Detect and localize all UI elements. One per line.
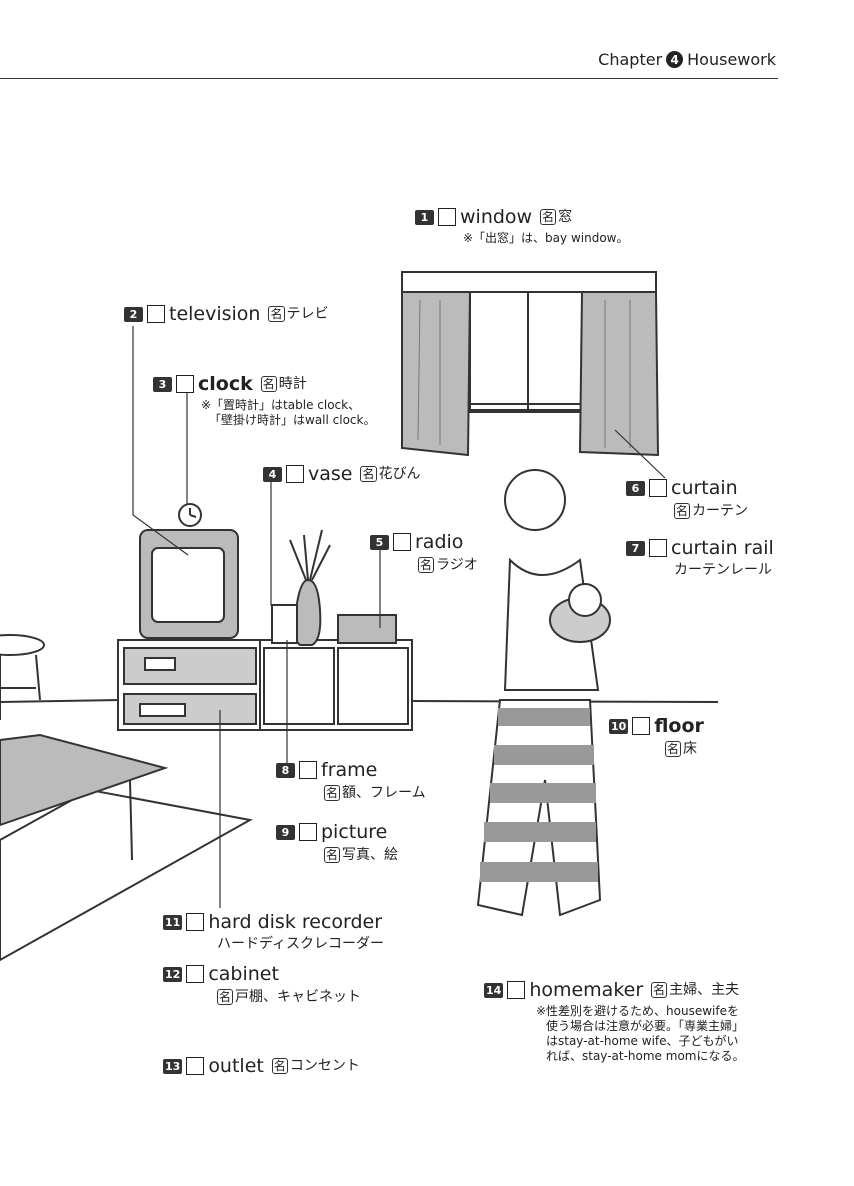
item-number: 8 <box>276 763 295 778</box>
checkbox[interactable] <box>176 375 194 393</box>
woman-drawing <box>478 470 610 915</box>
pos-mark: 名 <box>272 1058 288 1074</box>
item-number: 11 <box>163 915 182 930</box>
item-word: radio <box>415 531 463 553</box>
item-jp: 時計 <box>279 376 307 392</box>
pos-mark: 名 <box>324 847 340 863</box>
item-television: 2 television 名テレビ <box>124 304 329 325</box>
item-word: frame <box>321 759 377 781</box>
item-word: homemaker <box>529 979 643 1001</box>
item-number: 10 <box>609 719 628 734</box>
item-number: 2 <box>124 307 143 322</box>
checkbox[interactable] <box>393 533 411 551</box>
item-window: 1 window 名窓 ※「出窓」は、bay window。 <box>415 207 628 246</box>
pos-mark: 名 <box>674 503 690 519</box>
item-jp: ラジオ <box>436 557 478 573</box>
checkbox[interactable] <box>507 981 525 999</box>
item-jp: 床 <box>683 741 697 757</box>
item-number: 5 <box>370 535 389 550</box>
checkbox[interactable] <box>299 761 317 779</box>
item-outlet: 13 outlet 名コンセント <box>163 1056 360 1077</box>
checkbox[interactable] <box>286 465 304 483</box>
item-note: 「壁掛け時計」はwall clock。 <box>209 413 375 428</box>
item-jp: カーテン <box>692 503 748 519</box>
item-number: 4 <box>263 467 282 482</box>
floor-line <box>0 700 120 702</box>
item-number: 1 <box>415 210 434 225</box>
item-jp: 額、フレーム <box>342 785 426 801</box>
item-number: 6 <box>626 481 645 496</box>
item-word: window <box>460 206 532 228</box>
item-note: ※「出窓」は、bay window。 <box>463 231 628 246</box>
item-frame: 8 frame 名額、フレーム <box>276 760 426 801</box>
checkbox[interactable] <box>186 913 204 931</box>
checkbox[interactable] <box>632 717 650 735</box>
pos-mark: 名 <box>665 741 681 757</box>
item-number: 14 <box>484 983 503 998</box>
item-cabinet: 12 cabinet 名戸棚、キャビネット <box>163 964 361 1005</box>
item-word: floor <box>654 715 704 737</box>
pos-mark: 名 <box>324 785 340 801</box>
checkbox[interactable] <box>147 305 165 323</box>
item-word: vase <box>308 463 352 485</box>
checkbox[interactable] <box>438 208 456 226</box>
item-curtain: 6 curtain 名カーテン <box>626 478 748 519</box>
item-word: outlet <box>208 1055 264 1077</box>
item-radio: 5 radio 名ラジオ <box>370 532 478 573</box>
item-word: cabinet <box>208 963 279 985</box>
item-jp: 主婦、主夫 <box>669 982 739 998</box>
item-picture: 9 picture 名写真、絵 <box>276 822 398 863</box>
pos-mark: 名 <box>360 466 376 482</box>
item-jp: 戸棚、キャビネット <box>235 989 361 1005</box>
window-drawing <box>402 272 658 455</box>
item-number: 9 <box>276 825 295 840</box>
item-jp: 花びん <box>379 466 421 482</box>
checkbox[interactable] <box>299 823 317 841</box>
item-word: hard disk recorder <box>208 911 382 933</box>
item-floor: 10 floor 名床 <box>609 716 704 757</box>
item-number: 12 <box>163 967 182 982</box>
item-vase: 4 vase 名花びん <box>263 464 421 485</box>
item-jp: カーテンレール <box>674 563 774 578</box>
pos-mark: 名 <box>261 376 277 392</box>
item-note: ※「置時計」はtable clock、 <box>201 398 375 413</box>
cabinet-drawing <box>118 640 412 730</box>
checkbox[interactable] <box>649 539 667 557</box>
item-jp: 写真、絵 <box>342 847 398 863</box>
item-jp: コンセント <box>290 1058 360 1074</box>
pos-mark: 名 <box>418 557 434 573</box>
tv-drawing <box>140 504 238 638</box>
pos-mark: 名 <box>217 989 233 1005</box>
item-number: 13 <box>163 1059 182 1074</box>
item-jp: テレビ <box>287 306 329 322</box>
item-note: れば、stay-at-home momになる。 <box>546 1049 744 1064</box>
pos-mark: 名 <box>540 209 556 225</box>
frame-drawing <box>272 605 297 643</box>
item-jp: 窓 <box>558 209 572 225</box>
item-hard-disk-recorder: 11 hard disk recorder ハードディスクレコーダー <box>163 912 384 952</box>
item-note: はstay-at-home wife、子どもがい <box>546 1034 744 1049</box>
pos-mark: 名 <box>268 306 284 322</box>
item-homemaker: 14homemaker名主婦、主夫 ※性差別を避けるため、housewifeを … <box>484 980 744 1064</box>
item-word: picture <box>321 821 387 843</box>
stool-drawing <box>0 635 44 720</box>
pos-mark: 名 <box>651 982 667 998</box>
item-word: television <box>169 303 260 325</box>
item-word: clock <box>198 373 253 395</box>
checkbox[interactable] <box>186 1057 204 1075</box>
checkbox[interactable] <box>186 965 204 983</box>
item-word: curtain <box>671 477 738 499</box>
item-curtain-rail: 7 curtain rail カーテンレール <box>626 538 774 578</box>
item-clock: 3 clock 名時計 ※「置時計」はtable clock、 「壁掛け時計」はwa… <box>153 374 375 428</box>
item-number: 3 <box>153 377 172 392</box>
item-note: ※性差別を避けるため、housewifeを <box>536 1004 744 1019</box>
item-word: curtain rail <box>671 537 774 559</box>
item-jp: ハードディスクレコーダー <box>217 937 384 952</box>
checkbox[interactable] <box>649 479 667 497</box>
radio-drawing <box>338 615 396 643</box>
item-note: 使う場合は注意が必要。「専業主婦」 <box>546 1019 744 1034</box>
item-number: 7 <box>626 541 645 556</box>
